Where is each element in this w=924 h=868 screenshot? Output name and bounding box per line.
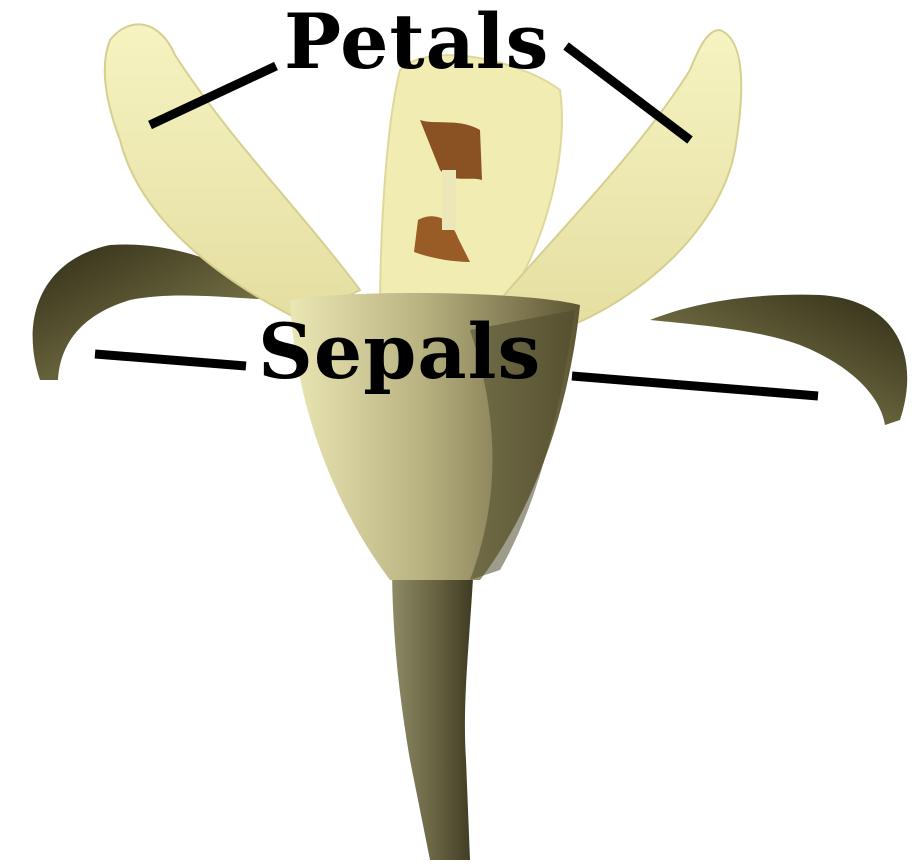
filament xyxy=(442,170,456,230)
sepals-label: Sepals xyxy=(258,314,541,390)
sepals-pointer-left xyxy=(95,354,246,366)
petals-label: Petals xyxy=(284,4,549,80)
sepal-right xyxy=(650,295,907,425)
stem xyxy=(392,560,474,860)
petals-pointer-right xyxy=(566,46,690,140)
sepals-pointer-right xyxy=(572,376,818,396)
